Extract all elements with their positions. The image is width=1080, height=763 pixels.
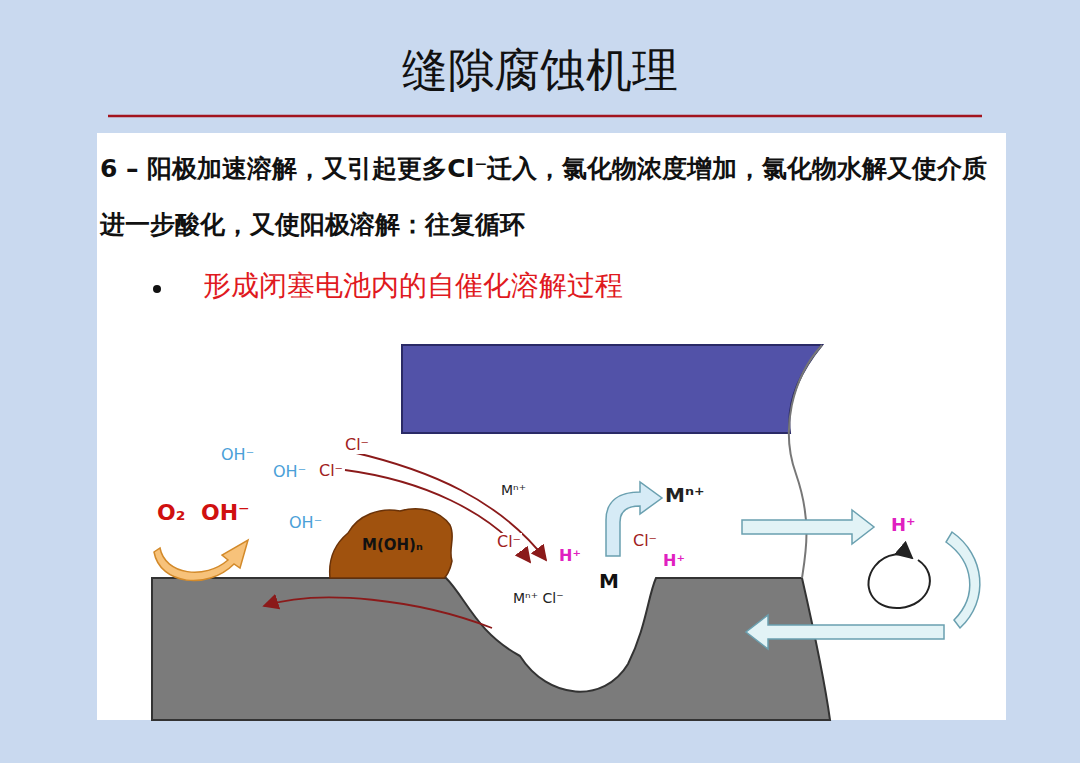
bullet (153, 285, 161, 293)
flow-arrow (946, 532, 980, 628)
hydrogen-ion: H⁺ (890, 515, 917, 536)
slide-title: 缝隙腐蚀机理 (0, 44, 1080, 97)
chloride-ion: Cl⁻ (496, 533, 522, 551)
deposit-label: M(OH)ₙ (362, 536, 423, 554)
flow-arrow (742, 510, 874, 544)
chloride-ion: Cl⁻ (632, 532, 658, 550)
bullet-text: 形成闭塞电池内的自催化溶解过程 (203, 270, 623, 302)
hydrogen-ion: H⁺ (662, 552, 686, 570)
hydroxide-ion: OH⁻ (220, 446, 255, 464)
corrosion-deposit: M(OH)ₙ (328, 503, 456, 579)
step-text: 6 – 阳极加速溶解，又引起更多Cl⁻迁入，氯化物浓度增加，氯化物水解又使介质进… (100, 141, 1005, 253)
content-panel (97, 133, 1006, 720)
flow-arrow (746, 615, 944, 649)
electron-flow (264, 597, 492, 628)
metal-label: M (598, 570, 620, 593)
oxygen-label: O₂ (156, 500, 186, 525)
circulation-swirl (868, 554, 929, 608)
dissolution-arrow (606, 482, 662, 556)
solution-boundary (789, 345, 822, 578)
chloride-ion: Cl⁻ (344, 436, 370, 454)
oxygen-reduction-arrow (154, 540, 248, 581)
hydroxide-ion: OH⁻ (288, 514, 323, 532)
hydroxide-ion: OH⁻ (200, 500, 251, 525)
metal-chloride: Mⁿ⁺ Cl⁻ (512, 590, 565, 606)
metal-ion: Mⁿ⁺ (664, 484, 706, 507)
crevice-plate (402, 345, 822, 433)
metal-substrate (152, 578, 830, 720)
title-rule (108, 115, 982, 118)
hydroxide-ion: OH⁻ (272, 463, 307, 481)
chloride-ion: Cl⁻ (318, 462, 344, 480)
hydrogen-ion: H⁺ (558, 547, 582, 565)
metal-ion: Mⁿ⁺ (500, 482, 527, 498)
